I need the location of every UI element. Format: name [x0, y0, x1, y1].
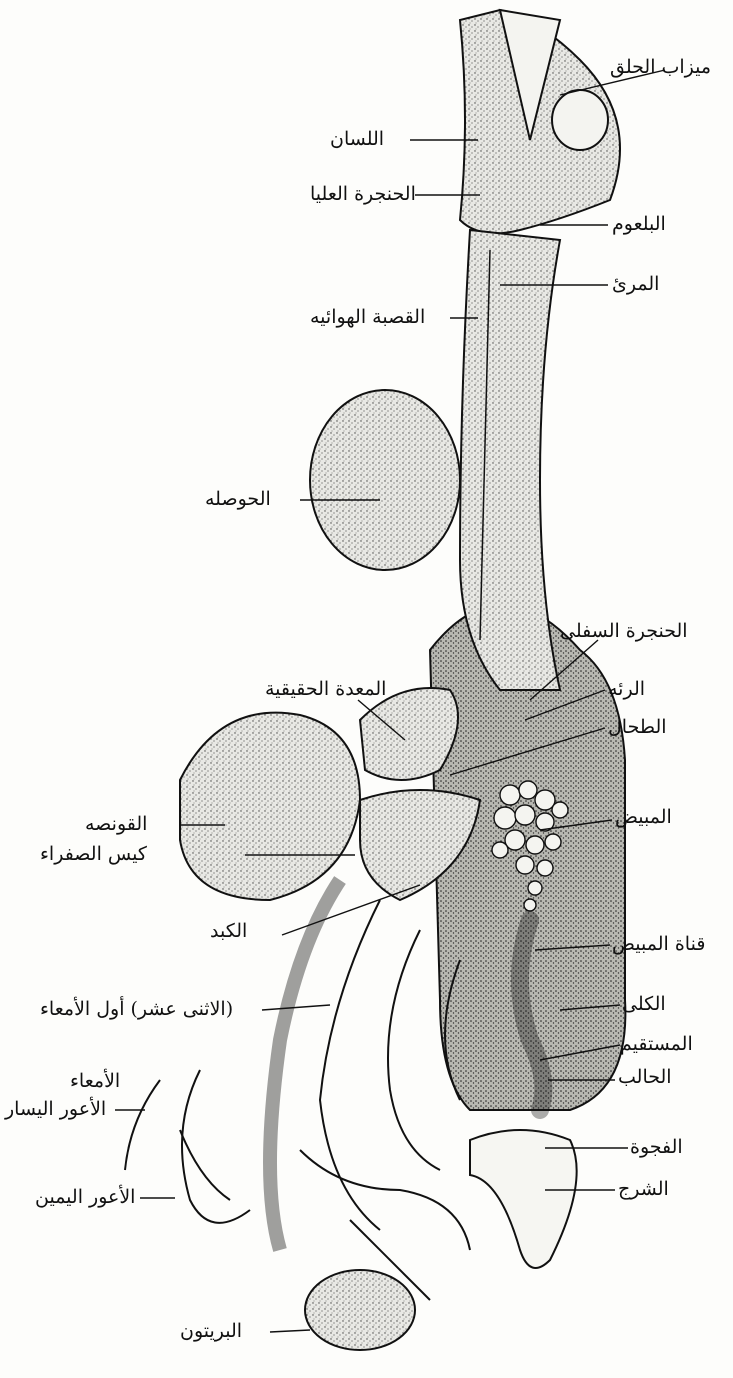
- label-gall-bladder: كيس الصفراء: [40, 845, 147, 864]
- head-eye: [552, 90, 608, 150]
- label-rectum: المستقيم: [620, 1035, 693, 1054]
- label-lower-larynx: الحنجرة السفلى: [560, 622, 688, 641]
- label-oviduct: قناة المبيض: [612, 935, 705, 954]
- label-tongue: اللسان: [330, 130, 384, 149]
- label-peritoneum: البريتون: [180, 1322, 242, 1341]
- gizzard: [180, 713, 360, 900]
- true-stomach: [360, 688, 458, 780]
- label-ovary: المبيض: [615, 808, 672, 827]
- label-anus: الشرج: [618, 1180, 669, 1199]
- label-lung: الرئه: [608, 680, 645, 699]
- intestines: [125, 880, 470, 1300]
- label-duodenum: (الاثنى عشر) أول الأمعاء: [40, 1000, 233, 1019]
- label-esophagus: المرئ: [612, 275, 659, 294]
- label-true-stomach: المعدة الحقيقية: [265, 680, 386, 699]
- label-gizzard: القونصه: [85, 815, 147, 834]
- label-right-caecum: الأعور اليمين: [35, 1188, 135, 1207]
- label-ureter: الحالب: [618, 1068, 672, 1087]
- neck: [460, 230, 560, 690]
- label-trachea: القصبة الهوائيه: [310, 308, 425, 327]
- label-upper-larynx: الحنجرة العليا: [310, 185, 416, 204]
- label-liver: الكبد: [210, 922, 247, 941]
- label-intestines: الأمعاء: [70, 1072, 120, 1091]
- peritoneum-loop: [305, 1270, 415, 1350]
- crop: [310, 390, 460, 570]
- label-crop: الحوصله: [205, 490, 271, 509]
- pelvic-bone: [470, 1130, 577, 1268]
- label-kidney: الكلى: [622, 995, 666, 1014]
- label-throat-groove: ميزاب الحلق: [610, 58, 711, 77]
- label-pharynx: البلعوم: [612, 215, 666, 234]
- label-cloaca: الفجوة: [630, 1138, 683, 1157]
- label-spleen: الطحال: [608, 718, 667, 737]
- label-left-caecum: الأعور اليسار: [5, 1100, 106, 1119]
